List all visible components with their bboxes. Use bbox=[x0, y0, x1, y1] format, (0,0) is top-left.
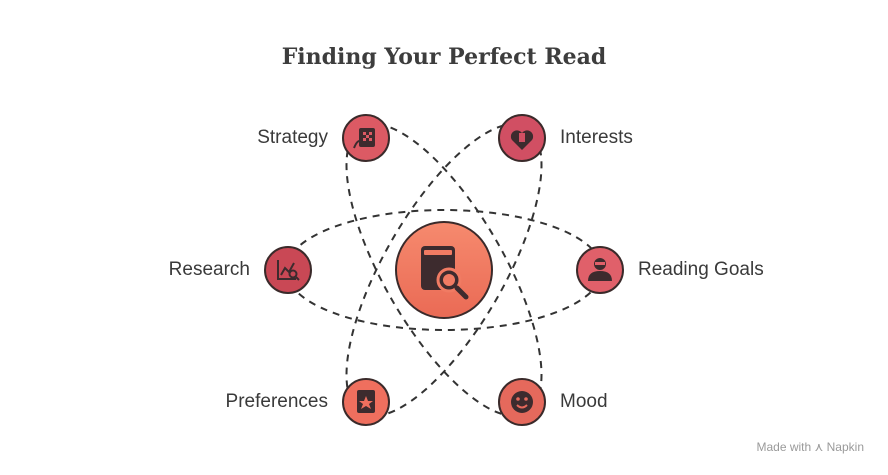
chart-search-icon bbox=[277, 260, 300, 281]
label-mood: Mood bbox=[560, 391, 608, 412]
chess-board-icon bbox=[353, 128, 375, 149]
smile-icon bbox=[511, 391, 533, 413]
label-interests: Interests bbox=[560, 127, 633, 148]
label-preferences: Preferences bbox=[225, 391, 328, 412]
node-reading-goals bbox=[576, 246, 624, 294]
heart-bookmark-icon bbox=[510, 130, 534, 150]
star-bookmark-icon bbox=[357, 390, 375, 413]
diagram-title: Finding Your Perfect Read bbox=[281, 44, 607, 70]
book-search-icon bbox=[421, 246, 469, 300]
label-research: Research bbox=[168, 259, 250, 280]
node-research bbox=[264, 246, 312, 294]
node-strategy bbox=[342, 114, 390, 162]
node-preferences bbox=[342, 378, 390, 426]
center-node bbox=[395, 221, 493, 319]
napkin-watermark: Made with ⋏ Napkin bbox=[756, 440, 864, 454]
label-reading-goals: Reading Goals bbox=[638, 259, 764, 280]
node-interests bbox=[498, 114, 546, 162]
node-mood bbox=[498, 378, 546, 426]
label-strategy: Strategy bbox=[257, 127, 328, 148]
person-icon bbox=[588, 258, 612, 281]
